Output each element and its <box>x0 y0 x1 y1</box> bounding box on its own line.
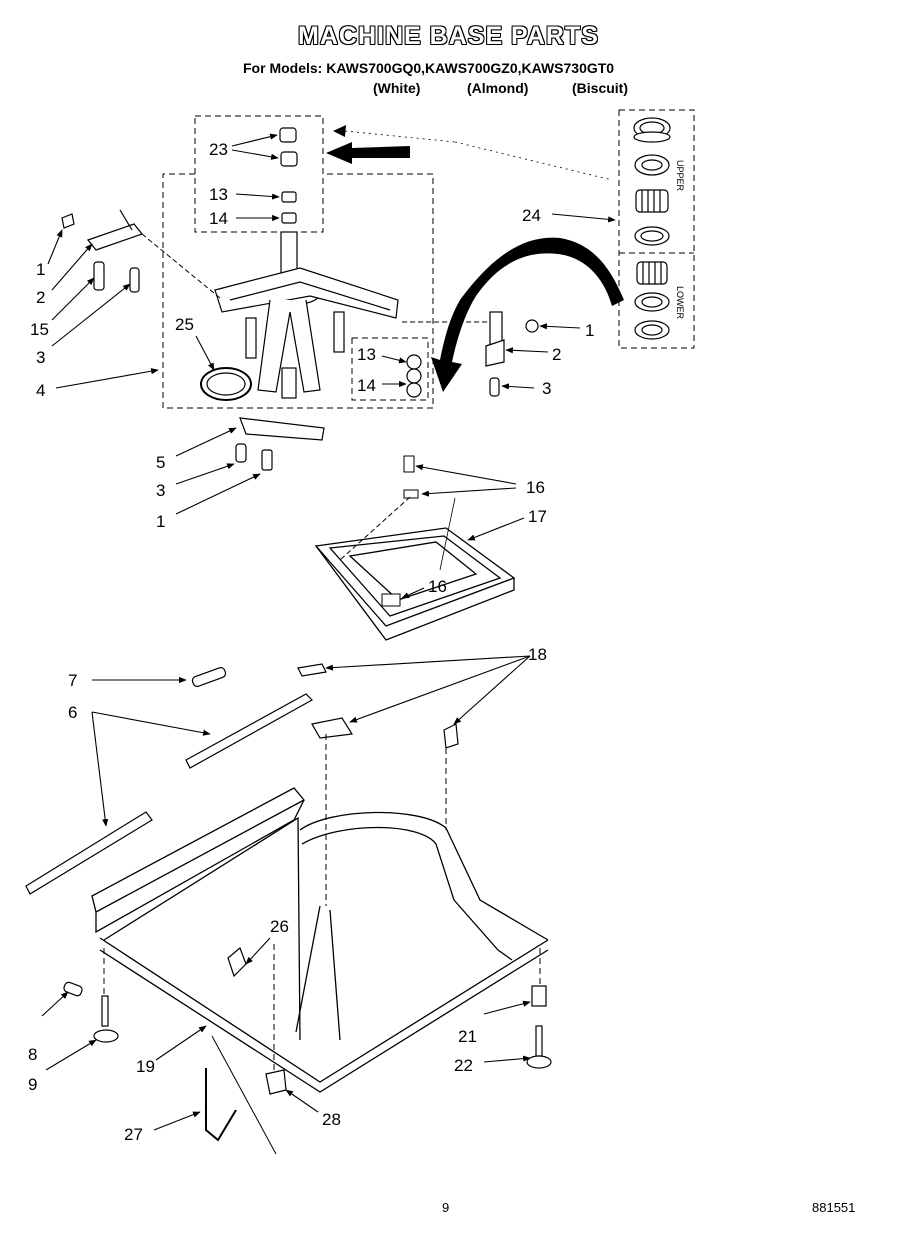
agitator-group-box <box>162 173 434 409</box>
callout-24: 24 <box>522 206 541 225</box>
seal-kit-box <box>618 109 695 349</box>
callout-4: 4 <box>36 381 45 400</box>
callout-13-lower: 13 <box>357 345 376 364</box>
callout-6: 6 <box>68 703 77 722</box>
large-curved-arrow <box>431 237 624 392</box>
variant-white: (White) <box>373 80 421 96</box>
callout-16: 16 <box>526 478 545 497</box>
callout-14-lower: 14 <box>357 376 376 395</box>
callout-22: 22 <box>454 1056 473 1075</box>
callout-25: 25 <box>175 315 194 334</box>
rails-and-springs <box>25 663 459 895</box>
callout-18: 18 <box>528 645 547 664</box>
callout-8: 8 <box>28 1045 37 1064</box>
callout-3: 3 <box>36 348 45 367</box>
variant-almond: (Almond) <box>467 80 529 96</box>
callout-28: 28 <box>322 1110 341 1129</box>
right-bracket-parts <box>485 311 539 397</box>
suspension-frame <box>314 527 516 641</box>
upper-label: UPPER <box>675 160 685 192</box>
transmission-assembly <box>214 231 399 399</box>
callout-2-right: 2 <box>552 345 561 364</box>
callout-1: 1 <box>36 260 45 279</box>
callout-5: 5 <box>156 453 165 472</box>
machine-base <box>91 787 549 1093</box>
callout-2: 2 <box>36 288 45 307</box>
model-list: For Models: KAWS700GQ0,KAWS700GZ0,KAWS73… <box>243 60 615 76</box>
large-arrow-upper <box>326 142 410 164</box>
callout-21: 21 <box>458 1027 477 1046</box>
bushings <box>279 127 422 398</box>
variant-biscuit: (Biscuit) <box>572 80 628 96</box>
page-number: 9 <box>442 1200 450 1215</box>
pointer-triangle <box>333 125 346 137</box>
callout-14: 14 <box>209 209 228 228</box>
callout-labels: 23 13 14 24 1 2 15 3 25 4 1 2 13 14 3 5 … <box>28 140 594 1144</box>
callout-26: 26 <box>270 917 289 936</box>
callout-17: 17 <box>528 507 547 526</box>
callout-23: 23 <box>209 140 228 159</box>
callout-9: 9 <box>28 1075 37 1094</box>
callout-1-right: 1 <box>585 321 594 340</box>
leader-lines <box>41 133 616 1131</box>
callout-13: 13 <box>209 185 228 204</box>
document-number: 881551 <box>812 1200 856 1215</box>
seal-rings <box>633 117 671 340</box>
callout-3-right: 3 <box>542 379 551 398</box>
lower-label: LOWER <box>675 286 685 320</box>
lower-bracket-parts <box>235 417 325 471</box>
callout-19: 19 <box>136 1057 155 1076</box>
callout-7: 7 <box>68 671 77 690</box>
callout-3-lower: 3 <box>156 481 165 500</box>
left-bracket-parts <box>61 209 143 293</box>
callout-15: 15 <box>30 320 49 339</box>
lower-bushing-group-box <box>351 337 429 401</box>
callout-16-lower: 16 <box>428 577 447 596</box>
page-title: MACHINE BASE PARTS <box>298 22 599 50</box>
callout-27: 27 <box>124 1125 143 1144</box>
callout-1-lower: 1 <box>156 512 165 531</box>
leveling-legs <box>63 946 552 1142</box>
